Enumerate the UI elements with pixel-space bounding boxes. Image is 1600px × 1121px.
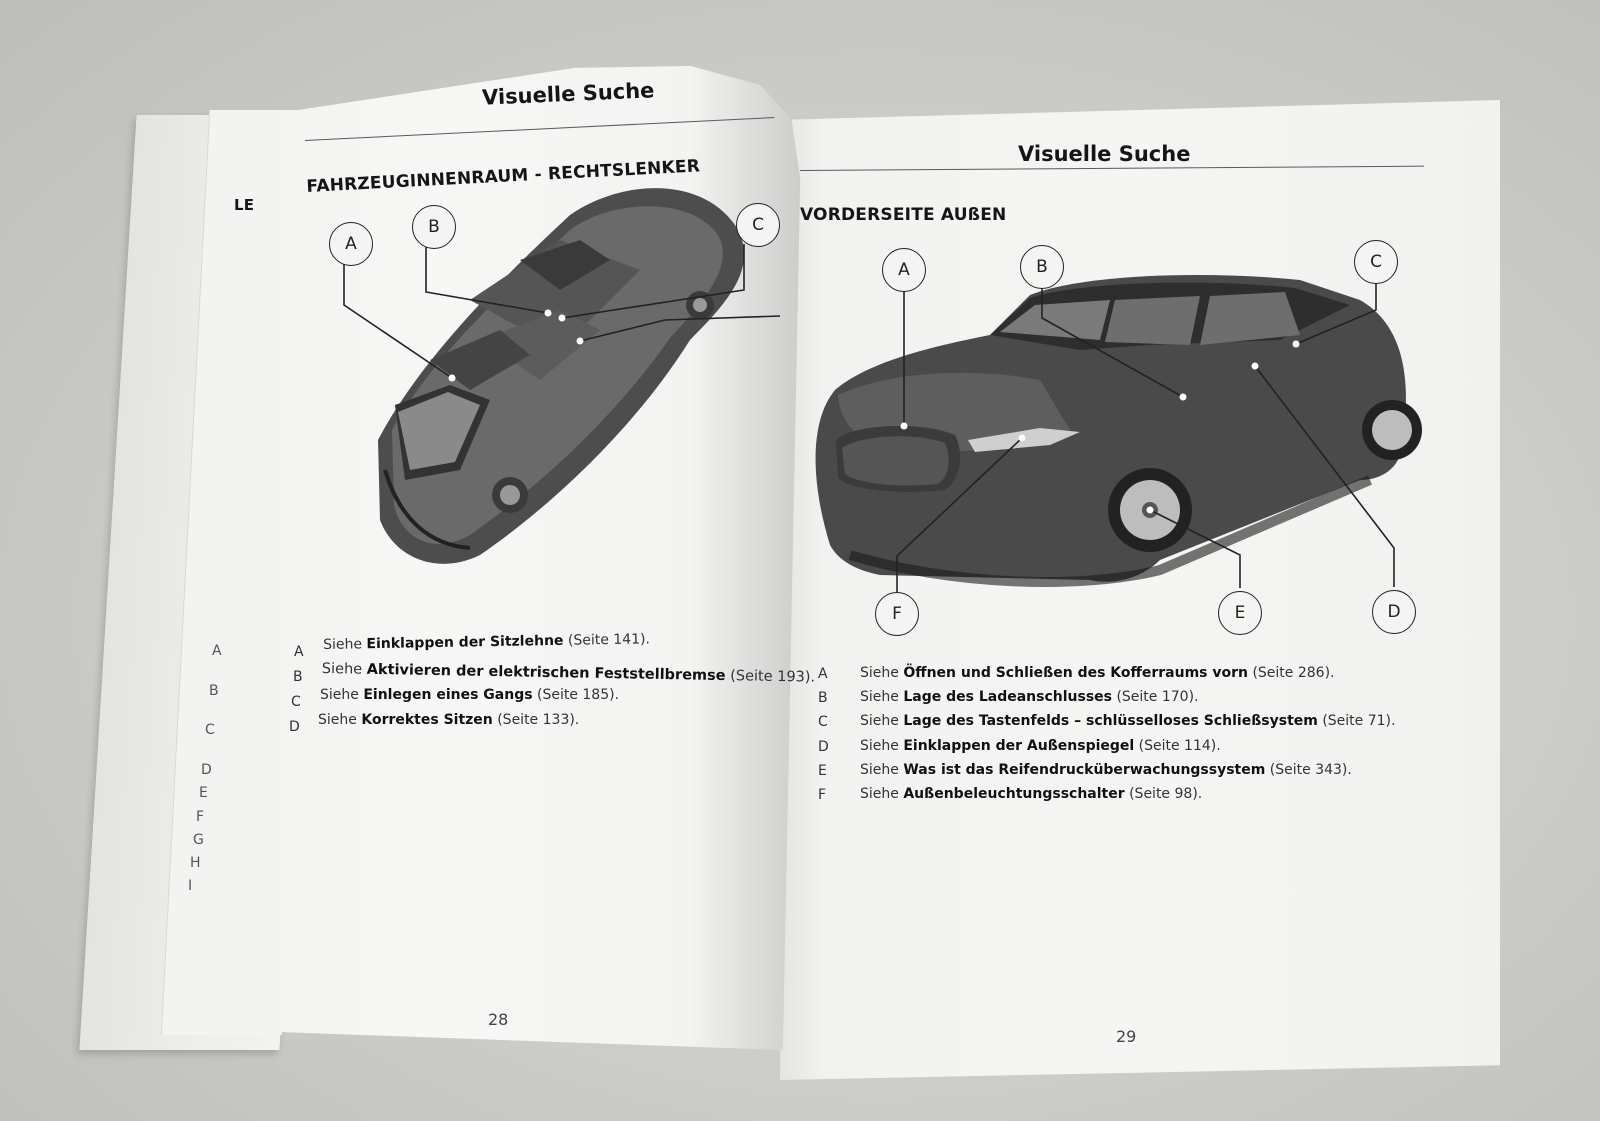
reference-item: Siehe Einlegen eines Gangs (Seite 185). <box>320 687 619 703</box>
reference-item: Siehe Was ist das Reifendrucküberwachung… <box>860 762 1352 778</box>
reference-page: (Seite 170). <box>1116 689 1199 705</box>
reference-letter: E <box>818 763 827 779</box>
reference-prefix: Siehe <box>860 689 899 705</box>
reference-title: Öffnen und Schließen des Kofferraums vor… <box>903 665 1248 681</box>
reference-title: Einklappen der Sitzlehne <box>366 632 564 653</box>
reference-page: (Seite 98). <box>1129 786 1203 802</box>
back-page-index-letter: G <box>193 832 204 848</box>
exterior-callout-lines <box>896 284 1395 592</box>
reference-letter: B <box>818 690 828 706</box>
reference-title: Korrektes Sitzen <box>361 712 493 728</box>
interior-callout-dots <box>448 309 584 382</box>
reference-prefix: Siehe <box>321 661 363 678</box>
reference-title: Außenbeleuchtungsschalter <box>903 786 1125 802</box>
reference-letter: D <box>818 739 829 755</box>
reference-prefix: Siehe <box>860 713 899 729</box>
reference-title: Einklappen der Außenspiegel <box>903 738 1135 754</box>
reference-page: (Seite 71). <box>1322 713 1396 729</box>
reference-page: (Seite 141). <box>567 631 651 649</box>
reference-letter: C <box>818 714 828 730</box>
reference-title: Einlegen eines Gangs <box>363 687 533 703</box>
exterior-callout-dots <box>900 340 1300 514</box>
back-page-section-fragment: LE <box>234 196 255 214</box>
callout-e: E <box>1218 591 1262 635</box>
reference-prefix: Siehe <box>860 665 899 681</box>
reference-page: (Seite 185). <box>537 687 620 703</box>
reference-page: (Seite 133). <box>497 712 580 728</box>
left-page-number: 28 <box>488 1010 509 1029</box>
reference-item: Siehe Lage des Ladeanschlusses (Seite 17… <box>860 689 1198 705</box>
reference-page: (Seite 343). <box>1269 762 1352 778</box>
reference-item: Siehe Korrektes Sitzen (Seite 133). <box>318 712 579 728</box>
back-page-index-letter: B <box>209 683 219 699</box>
reference-item: Siehe Öffnen und Schließen des Kofferrau… <box>860 665 1334 681</box>
reference-letter: B <box>293 669 303 685</box>
back-page-index-letter: D <box>201 762 212 778</box>
reference-letter: F <box>818 787 827 803</box>
back-page-index-letter: E <box>199 785 208 801</box>
reference-prefix: Siehe <box>323 636 363 653</box>
callout-f: F <box>875 592 919 636</box>
reference-letter: A <box>294 644 304 660</box>
callout-a: A <box>882 248 926 292</box>
reference-item: Siehe Lage des Tastenfelds – schlüssello… <box>860 713 1395 729</box>
right-page-number: 29 <box>1116 1027 1137 1046</box>
back-page-index-letter: F <box>196 809 205 825</box>
callout-d: D <box>1372 590 1416 634</box>
exterior-car-illustration <box>815 275 1422 587</box>
reference-page: (Seite 286). <box>1252 665 1335 681</box>
reference-prefix: Siehe <box>320 687 359 703</box>
reference-item: Siehe Einklappen der Außenspiegel (Seite… <box>860 738 1221 754</box>
back-page-index-letter: I <box>188 878 193 894</box>
callout-c: C <box>736 203 780 247</box>
back-page-index-letter: C <box>205 722 215 738</box>
reference-item: Siehe Außenbeleuchtungsschalter (Seite 9… <box>860 786 1202 802</box>
reference-page: (Seite 193). <box>730 668 816 686</box>
back-page-index-letter: H <box>190 855 201 871</box>
right-page-section-title: VORDERSEITE AUßEN <box>800 205 1007 225</box>
reference-prefix: Siehe <box>860 786 899 802</box>
reference-prefix: Siehe <box>860 762 899 778</box>
interior-car-illustration <box>378 188 745 564</box>
right-page-header: Visuelle Suche <box>1018 142 1191 166</box>
callout-a: A <box>329 222 373 266</box>
callout-b: B <box>1020 245 1064 289</box>
reference-page: (Seite 114). <box>1138 738 1221 754</box>
reference-prefix: Siehe <box>318 712 357 728</box>
reference-prefix: Siehe <box>860 738 899 754</box>
reference-letter: A <box>818 666 828 682</box>
reference-letter: D <box>289 719 300 735</box>
reference-title: Lage des Ladeanschlusses <box>903 689 1112 705</box>
reference-letter: C <box>291 694 301 710</box>
back-page-index-letter: A <box>212 643 222 659</box>
callout-c: C <box>1354 240 1398 284</box>
reference-title: Was ist das Reifendrucküberwachungssyste… <box>903 762 1266 778</box>
callout-b: B <box>412 205 456 249</box>
interior-callout-lines <box>343 244 781 379</box>
reference-title: Lage des Tastenfelds – schlüsselloses Sc… <box>903 713 1318 729</box>
